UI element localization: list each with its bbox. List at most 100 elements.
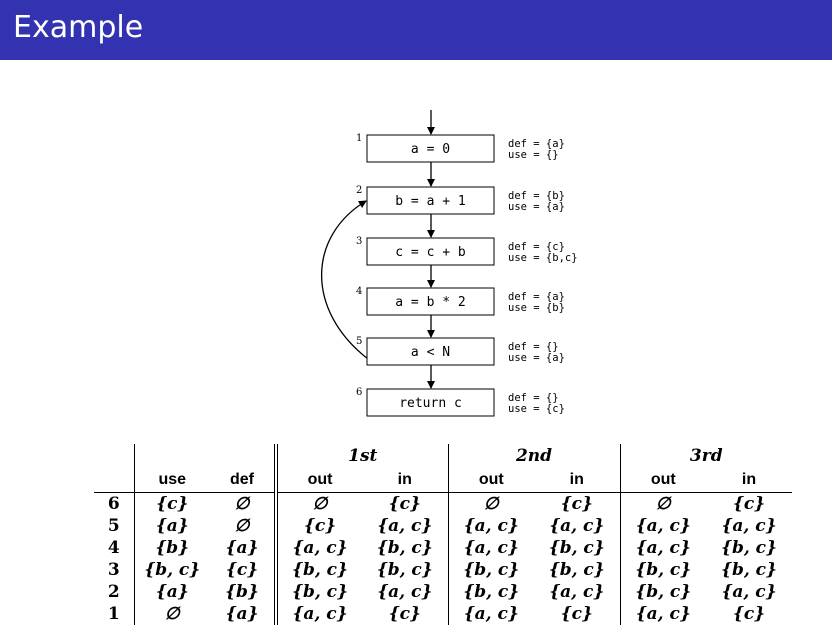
cfg-node-number: 1 (356, 133, 362, 144)
in-cell: {a, c} (377, 516, 433, 536)
out-cell: {a, c} (619, 537, 706, 559)
def-cell: ∅ (234, 494, 250, 514)
out-cell: ∅ (619, 492, 706, 515)
cfg-node-use-set: use = {b,c} (508, 252, 578, 264)
cfg-node-statement: a = 0 (411, 142, 450, 157)
table-row: 1∅{a}{a, c}{c}{a, c}{c}{a, c}{c} (94, 603, 792, 625)
cfg-node-use-set: use = {c} (508, 403, 565, 415)
cfg-node-use-set: use = {a} (508, 201, 565, 213)
use-cell: ∅ (133, 603, 210, 625)
column-header-row: use def out in out in out in (94, 468, 792, 493)
in-cell: {c} (560, 604, 593, 624)
cfg-node-number: 5 (356, 336, 362, 347)
cfg-node-statement: a = b * 2 (395, 295, 465, 310)
cfg-node-statement: a < N (411, 345, 450, 360)
use-cell: {a} (133, 581, 210, 603)
out-cell: {a, c} (447, 537, 534, 559)
in-cell: {a, c} (377, 582, 433, 602)
cfg-node-use-set: use = {a} (508, 352, 565, 364)
def-cell: ∅ (234, 516, 250, 536)
in-cell: {c} (732, 604, 766, 624)
use-cell: {c} (133, 492, 210, 515)
row-label: 3 (107, 560, 120, 580)
in-cell: {b, c} (548, 538, 605, 558)
cfg-node-def-set: def = {} (508, 341, 559, 353)
out-cell: {a, c} (274, 603, 362, 625)
cfg-node-def-set: def = {a} (508, 138, 565, 150)
cfg-node-use-set: use = {b} (508, 302, 565, 314)
slide-title: Example (13, 10, 144, 45)
table-row: 2{a}{b}{b, c}{a, c}{b, c}{a, c}{b, c}{a,… (94, 581, 792, 603)
out-cell: ∅ (274, 492, 362, 515)
out-cell: {b, c} (619, 559, 706, 581)
out-header: out (274, 468, 362, 493)
dataflow-table-body: 6{c}∅∅{c}∅{c}∅{c}5{a}∅{c}{a, c}{a, c}{a,… (94, 492, 792, 625)
out-cell: ∅ (447, 492, 534, 515)
iteration-header-row: 1st 2nd 3rd (94, 444, 792, 468)
cfg-edges (321, 110, 435, 389)
def-cell: {b} (225, 582, 259, 602)
cfg-node-number: 3 (356, 236, 362, 247)
out-cell: {a, c} (447, 603, 534, 625)
cfg-node-number: 6 (356, 387, 362, 398)
in-cell: {b, c} (721, 538, 777, 558)
use-cell: {b} (133, 537, 210, 559)
table-row: 3{b, c}{c}{b, c}{b, c}{b, c}{b, c}{b, c}… (94, 559, 792, 581)
in-cell: {b, c} (376, 538, 433, 558)
table-row: 4{b}{a}{a, c}{b, c}{a, c}{b, c}{a, c}{b,… (94, 537, 792, 559)
out-cell: {b, c} (447, 581, 534, 603)
out-cell: {b, c} (619, 581, 706, 603)
row-label-header (94, 468, 134, 493)
cfg-node-statement: c = c + b (395, 245, 466, 260)
in-cell: {c} (388, 604, 421, 624)
def-cell: {a} (225, 538, 259, 558)
cfg-node: 3 c = c + b def = {c}use = {b,c} (356, 236, 578, 266)
out-cell: {c} (274, 515, 362, 537)
in-cell: {a, c} (549, 516, 605, 536)
table-row: 6{c}∅∅{c}∅{c}∅{c} (94, 492, 792, 515)
row-label: 2 (107, 582, 120, 602)
cfg-node: 4 a = b * 2 def = {a}use = {b} (356, 286, 565, 316)
out-cell: {a, c} (619, 515, 706, 537)
iteration-3-header: 3rd (619, 444, 792, 468)
dataflow-table-wrapper: 1st 2nd 3rd use def out in out in out in… (94, 444, 792, 625)
cfg-node-box (366, 186, 495, 215)
use-header: use (133, 468, 210, 493)
cfg-node-def-set: def = {a} (508, 291, 565, 303)
cfg-node-number: 4 (356, 286, 362, 297)
cfg-node-def-set: def = {c} (508, 241, 565, 253)
out-header: out (619, 468, 706, 493)
use-cell: {b, c} (133, 559, 210, 581)
blank-header-cell (133, 444, 276, 468)
row-label: 5 (107, 516, 120, 536)
table-row: 5{a}∅{c}{a, c}{a, c}{a, c}{a, c}{a, c} (94, 515, 792, 537)
row-label: 1 (107, 604, 120, 624)
in-cell: {a, c} (721, 582, 777, 602)
cfg-node-def-set: def = {b} (508, 190, 565, 202)
out-cell: {b, c} (447, 559, 534, 581)
cfg-node: 5 a < N def = {}use = {a} (356, 336, 565, 366)
iteration-1-header: 1st (274, 444, 448, 468)
in-cell: {a, c} (549, 582, 605, 602)
dataflow-table: 1st 2nd 3rd use def out in out in out in… (94, 444, 792, 625)
cfg-node-box (366, 337, 495, 366)
in-cell: {b, c} (376, 560, 433, 580)
out-cell: {a, c} (447, 515, 534, 537)
out-cell: {b, c} (274, 559, 362, 581)
title-bar: Example (0, 0, 832, 60)
cfg-node-box (366, 237, 495, 266)
cfg-node-statement: return c (399, 396, 462, 411)
out-cell: {a, c} (274, 537, 362, 559)
cfg-node-box (366, 134, 495, 163)
in-header: in (534, 468, 620, 493)
in-cell: {c} (560, 494, 593, 514)
in-cell: {a, c} (721, 516, 777, 536)
cfg-node-number: 2 (356, 185, 362, 196)
def-header: def (210, 468, 276, 493)
in-header: in (706, 468, 792, 493)
iteration-2-header: 2nd (447, 444, 620, 468)
